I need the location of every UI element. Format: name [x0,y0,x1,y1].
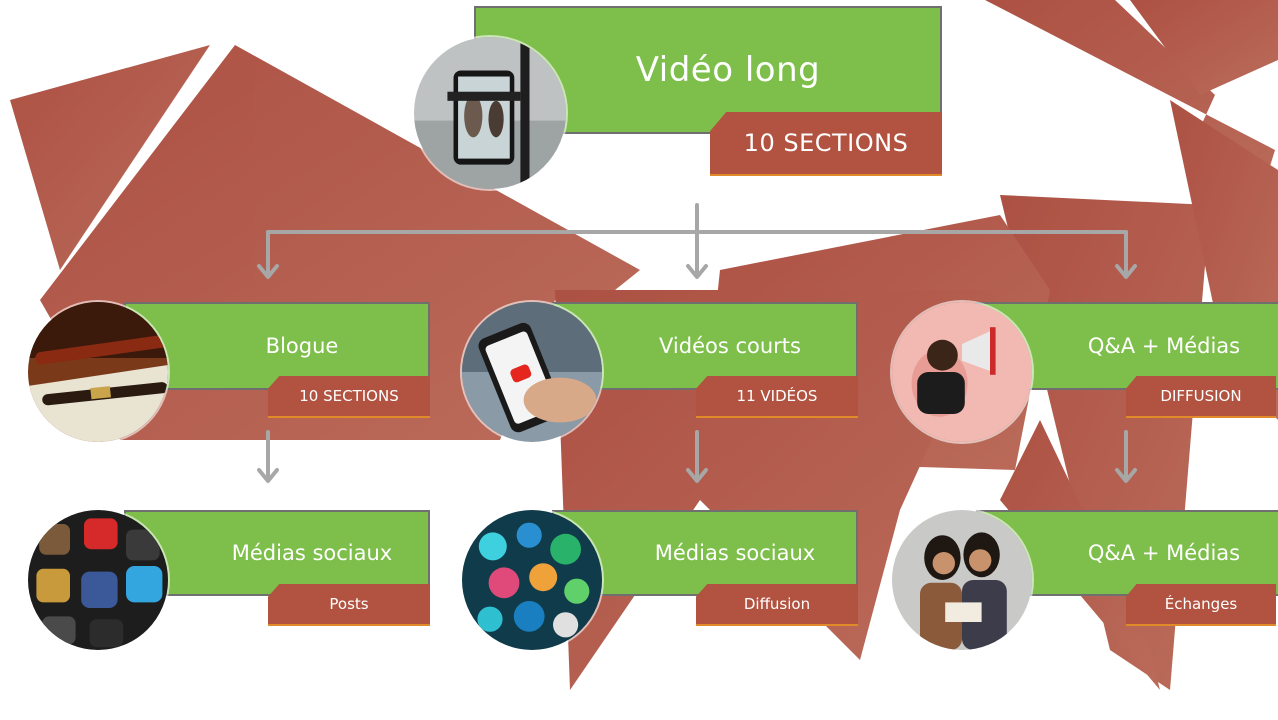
node-title: Blogue [265,334,339,358]
node-title: Q&A + Médias [1087,541,1241,565]
node-tag: Échanges [1126,584,1276,626]
fountain-pen-photo [28,302,168,442]
node-title: Médias sociaux [231,541,393,565]
node-title-band: Médias sociaux [552,510,858,596]
megaphone-person-photo [892,302,1032,442]
node-title-band: Blogue [124,302,430,390]
node-tag-label: 10 SECTIONS [299,387,399,405]
smartphone-video-photo [462,302,602,442]
node-tag: Diffusion [696,584,858,626]
node-tag-label: 10 SECTIONS [743,129,909,157]
node-tag: 10 SECTIONS [268,376,430,418]
node-tag: 11 VIDÉOS [696,376,858,418]
phone-on-tripod-photo [414,37,566,189]
two-women-reading-photo [892,510,1032,650]
node-title: Q&A + Médias [1087,334,1241,358]
node-tag: DIFFUSION [1126,376,1276,418]
node-tag-label: Posts [329,595,369,613]
node-title-band: Médias sociaux [124,510,430,596]
node-title: Vidéo long [635,50,821,90]
social-app-icons-photo [28,510,168,650]
node-tag: Posts [268,584,430,626]
node-tag-label: DIFFUSION [1160,387,1242,405]
node-tag-label: 11 VIDÉOS [736,387,818,405]
node-tag-label: Échanges [1164,595,1238,613]
node-title: Médias sociaux [654,541,816,565]
node-title: Vidéos courts [659,334,801,358]
social-bubbles-photo [462,510,602,650]
node-tag: 10 SECTIONS [710,112,942,176]
node-tag-label: Diffusion [743,595,811,613]
node-title-band: Vidéos courts [552,302,858,390]
